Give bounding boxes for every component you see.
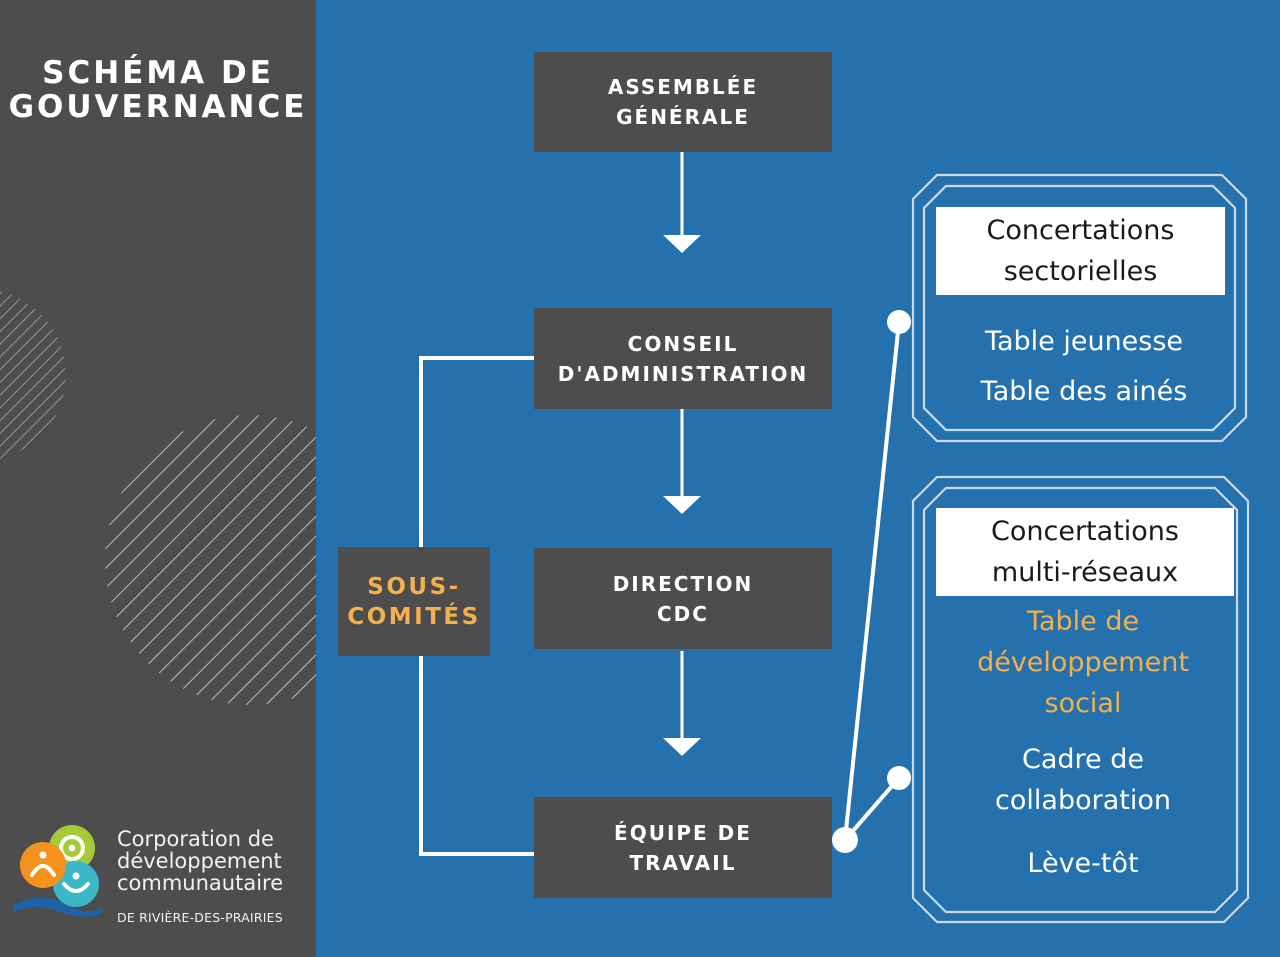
box-equipe-travail: ÉQUIPE DE TRAVAIL	[534, 797, 832, 898]
panel-frame-sectorielles-outer	[911, 173, 1248, 443]
logo-organization-name: Corporation de développement communautai…	[117, 828, 283, 894]
item-line-2: développement	[977, 647, 1189, 678]
box-label-line-1: CONSEIL	[627, 331, 739, 356]
logo-subtitle: DE RIVIÈRE-DES-PRAIRIES	[117, 910, 283, 925]
logo-name-line-3: communautaire	[117, 871, 284, 895]
panel-item-cadre-collaboration: Cadre de collaboration	[932, 739, 1234, 821]
arrow-head-down-icon	[663, 496, 701, 514]
arrow-head-down-icon	[663, 738, 701, 756]
panel-frame-multi-inner	[922, 486, 1239, 914]
left-sidebar-panel: SCHÉMA DE GOUVERNANCE Corporation de dév…	[0, 0, 316, 957]
link-dot	[832, 827, 858, 853]
panel-header-line-2: sectorielles	[1003, 256, 1158, 287]
box-label-line-1: ÉQUIPE DE	[614, 820, 752, 845]
panel-header-multi-reseaux: Concertations multi-réseaux	[936, 508, 1234, 596]
hatched-circle-large	[105, 415, 316, 705]
page-title: SCHÉMA DE GOUVERNANCE	[0, 56, 316, 124]
bracket-line-souscomites-equipe	[419, 656, 534, 856]
box-direction-cdc: DIRECTION CDC	[534, 548, 832, 649]
bracket-line-conseil-souscomites	[419, 356, 534, 547]
box-label-line-2: GÉNÉRALE	[616, 105, 750, 129]
box-sous-comites: SOUS- COMITÉS	[338, 547, 490, 656]
item-line-3: social	[1044, 688, 1122, 719]
panel-header-line-1: Concertations	[991, 516, 1179, 547]
link-dot	[887, 310, 911, 334]
box-label-line-1: SOUS-	[367, 573, 461, 600]
link-line-sectorielles	[843, 321, 901, 841]
panel-item-table-jeunesse: Table jeunesse	[984, 326, 1184, 357]
panel-frame-sectorielles-inner	[922, 184, 1237, 432]
panel-frame-multi-outer	[911, 475, 1250, 924]
panel-header-line-2: multi-réseaux	[991, 557, 1179, 588]
item-line-2: collaboration	[995, 785, 1171, 816]
box-assemblee-generale: ASSEMBLÉE GÉNÉRALE	[534, 52, 832, 152]
title-line-1: SCHÉMA DE	[42, 55, 274, 91]
panel-item-table-developpement-social: Table de développement social	[932, 601, 1234, 724]
box-conseil-administration: CONSEIL D'ADMINISTRATION	[534, 308, 832, 409]
panel-item-leve-tot: Lève-tôt	[1027, 848, 1139, 879]
panel-item-table-aines: Table des ainés	[980, 376, 1188, 407]
box-label-line-2: TRAVAIL	[629, 850, 737, 875]
logo-name-line-1: Corporation de	[117, 827, 274, 851]
link-line-multi-reseaux	[843, 776, 901, 842]
item-line-1: Cadre de	[1022, 744, 1144, 775]
box-label-line-1: ASSEMBLÉE	[607, 75, 759, 99]
box-label-line-2: CDC	[657, 601, 709, 626]
arrow-head-down-icon	[663, 235, 701, 253]
item-line-1: Table de	[1026, 606, 1140, 637]
logo-name-line-2: développement	[117, 849, 282, 873]
link-dot	[887, 766, 911, 790]
decorative-hatched-circles	[0, 291, 316, 705]
panel-header-line-1: Concertations	[986, 215, 1175, 246]
hatched-circle-small	[0, 291, 66, 459]
box-label-line-1: DIRECTION	[612, 571, 754, 596]
title-line-2: GOUVERNANCE	[8, 89, 308, 125]
box-label-line-2: COMITÉS	[347, 603, 481, 630]
box-label-line-2: D'ADMINISTRATION	[557, 361, 809, 386]
panel-header-sectorielles: Concertations sectorielles	[936, 207, 1225, 295]
cdc-logo-icon	[12, 825, 102, 917]
